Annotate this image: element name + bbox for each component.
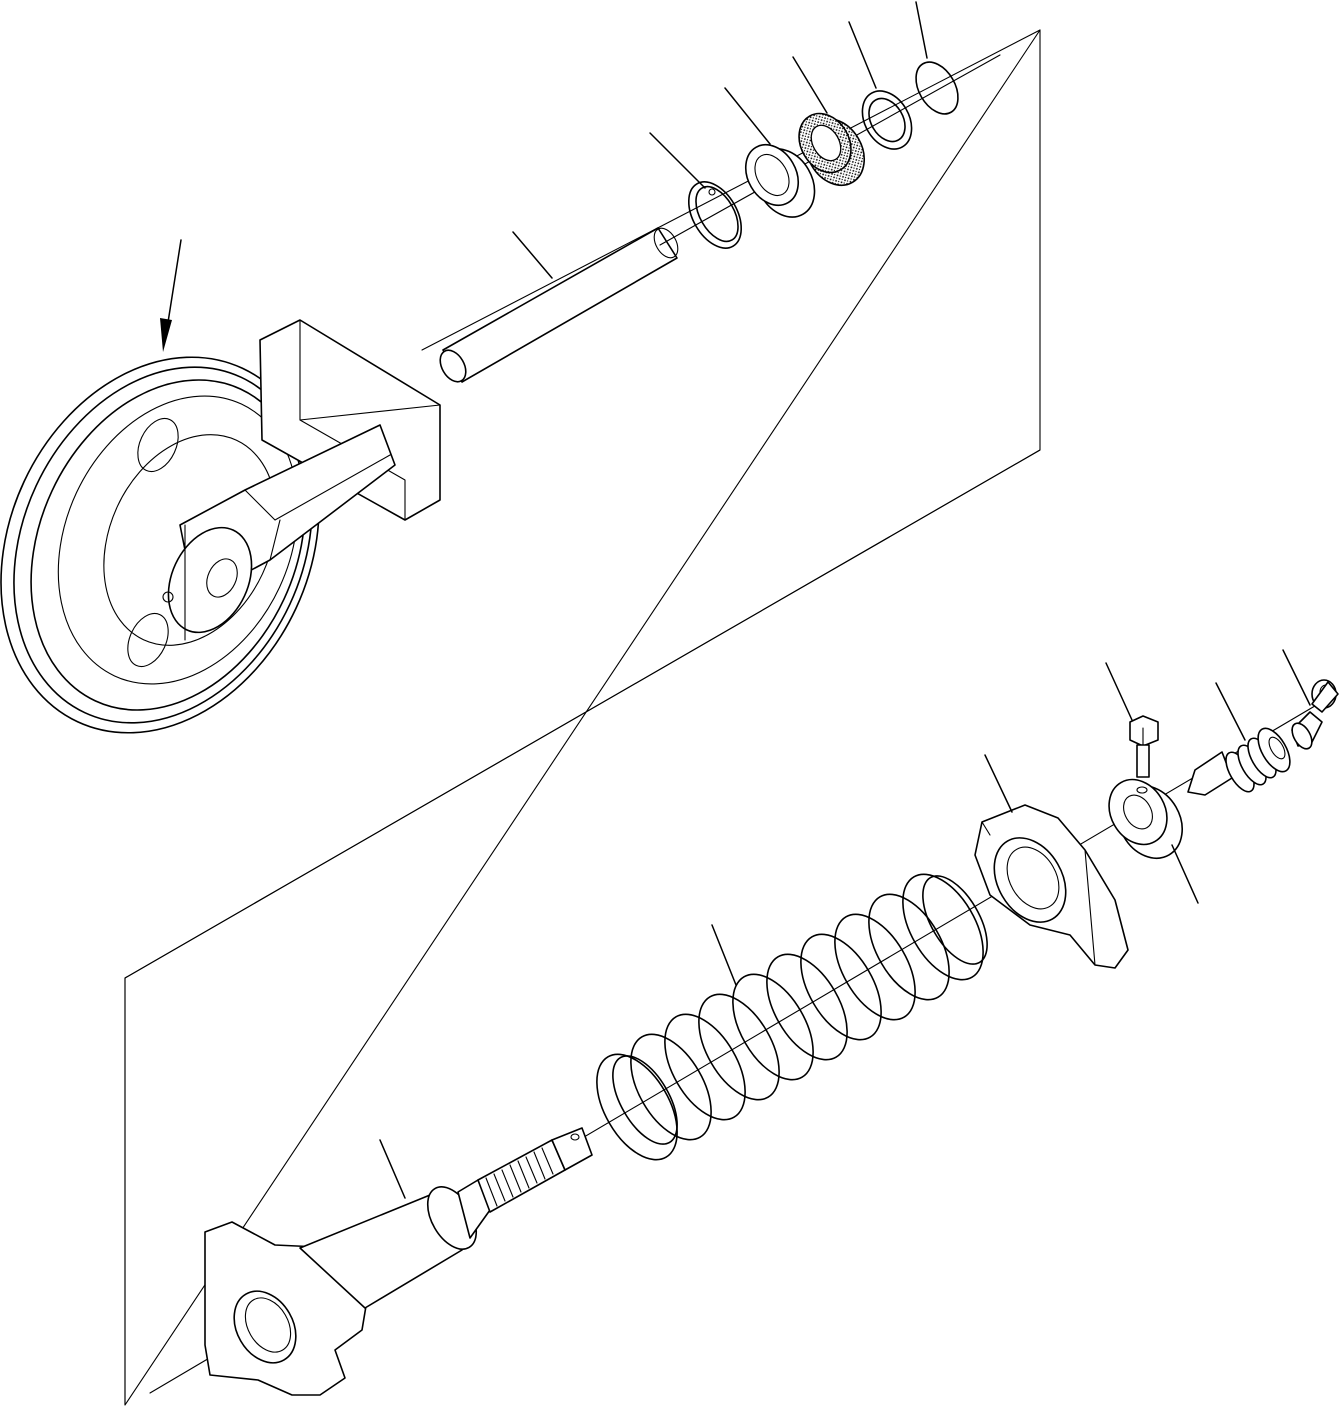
nut-leader-line — [1171, 844, 1199, 904]
o-ring — [915, 61, 959, 115]
snap-ring — [687, 181, 743, 249]
spring-seat-leader-line — [984, 754, 1013, 813]
nut — [1108, 778, 1183, 859]
assembly-frame-bottom — [124, 449, 1041, 979]
grease-valve-leader-line — [1215, 682, 1246, 741]
spring-leader-line — [711, 924, 737, 986]
bushing — [744, 144, 816, 218]
rod — [204, 1127, 593, 1396]
assembly-frame-top — [421, 29, 1041, 351]
grease-valve — [1187, 727, 1291, 796]
idler-wheel-assembly — [0, 319, 441, 734]
snap-ring-leader-line — [649, 132, 706, 189]
assembly-frame — [124, 29, 1041, 1406]
pin — [439, 227, 679, 383]
felt-seal-leader-line — [792, 56, 828, 114]
rod-leader-line — [379, 1139, 406, 1199]
recoil-spring — [596, 873, 988, 1161]
bushing-leader-line — [724, 87, 771, 145]
spring-seat — [974, 804, 1129, 969]
grease-fitting — [1291, 679, 1339, 750]
grease-fitting-leader-line — [1282, 649, 1311, 706]
washer-leader-line — [848, 21, 877, 89]
bolt-leader-line — [1105, 662, 1133, 721]
idler-pointer-arrow-icon — [160, 239, 182, 352]
bolt — [1129, 715, 1159, 778]
o-ring-leader-line — [915, 1, 928, 59]
washer — [861, 90, 913, 150]
pin-leader-line — [512, 231, 553, 279]
felt-seal — [798, 112, 866, 186]
